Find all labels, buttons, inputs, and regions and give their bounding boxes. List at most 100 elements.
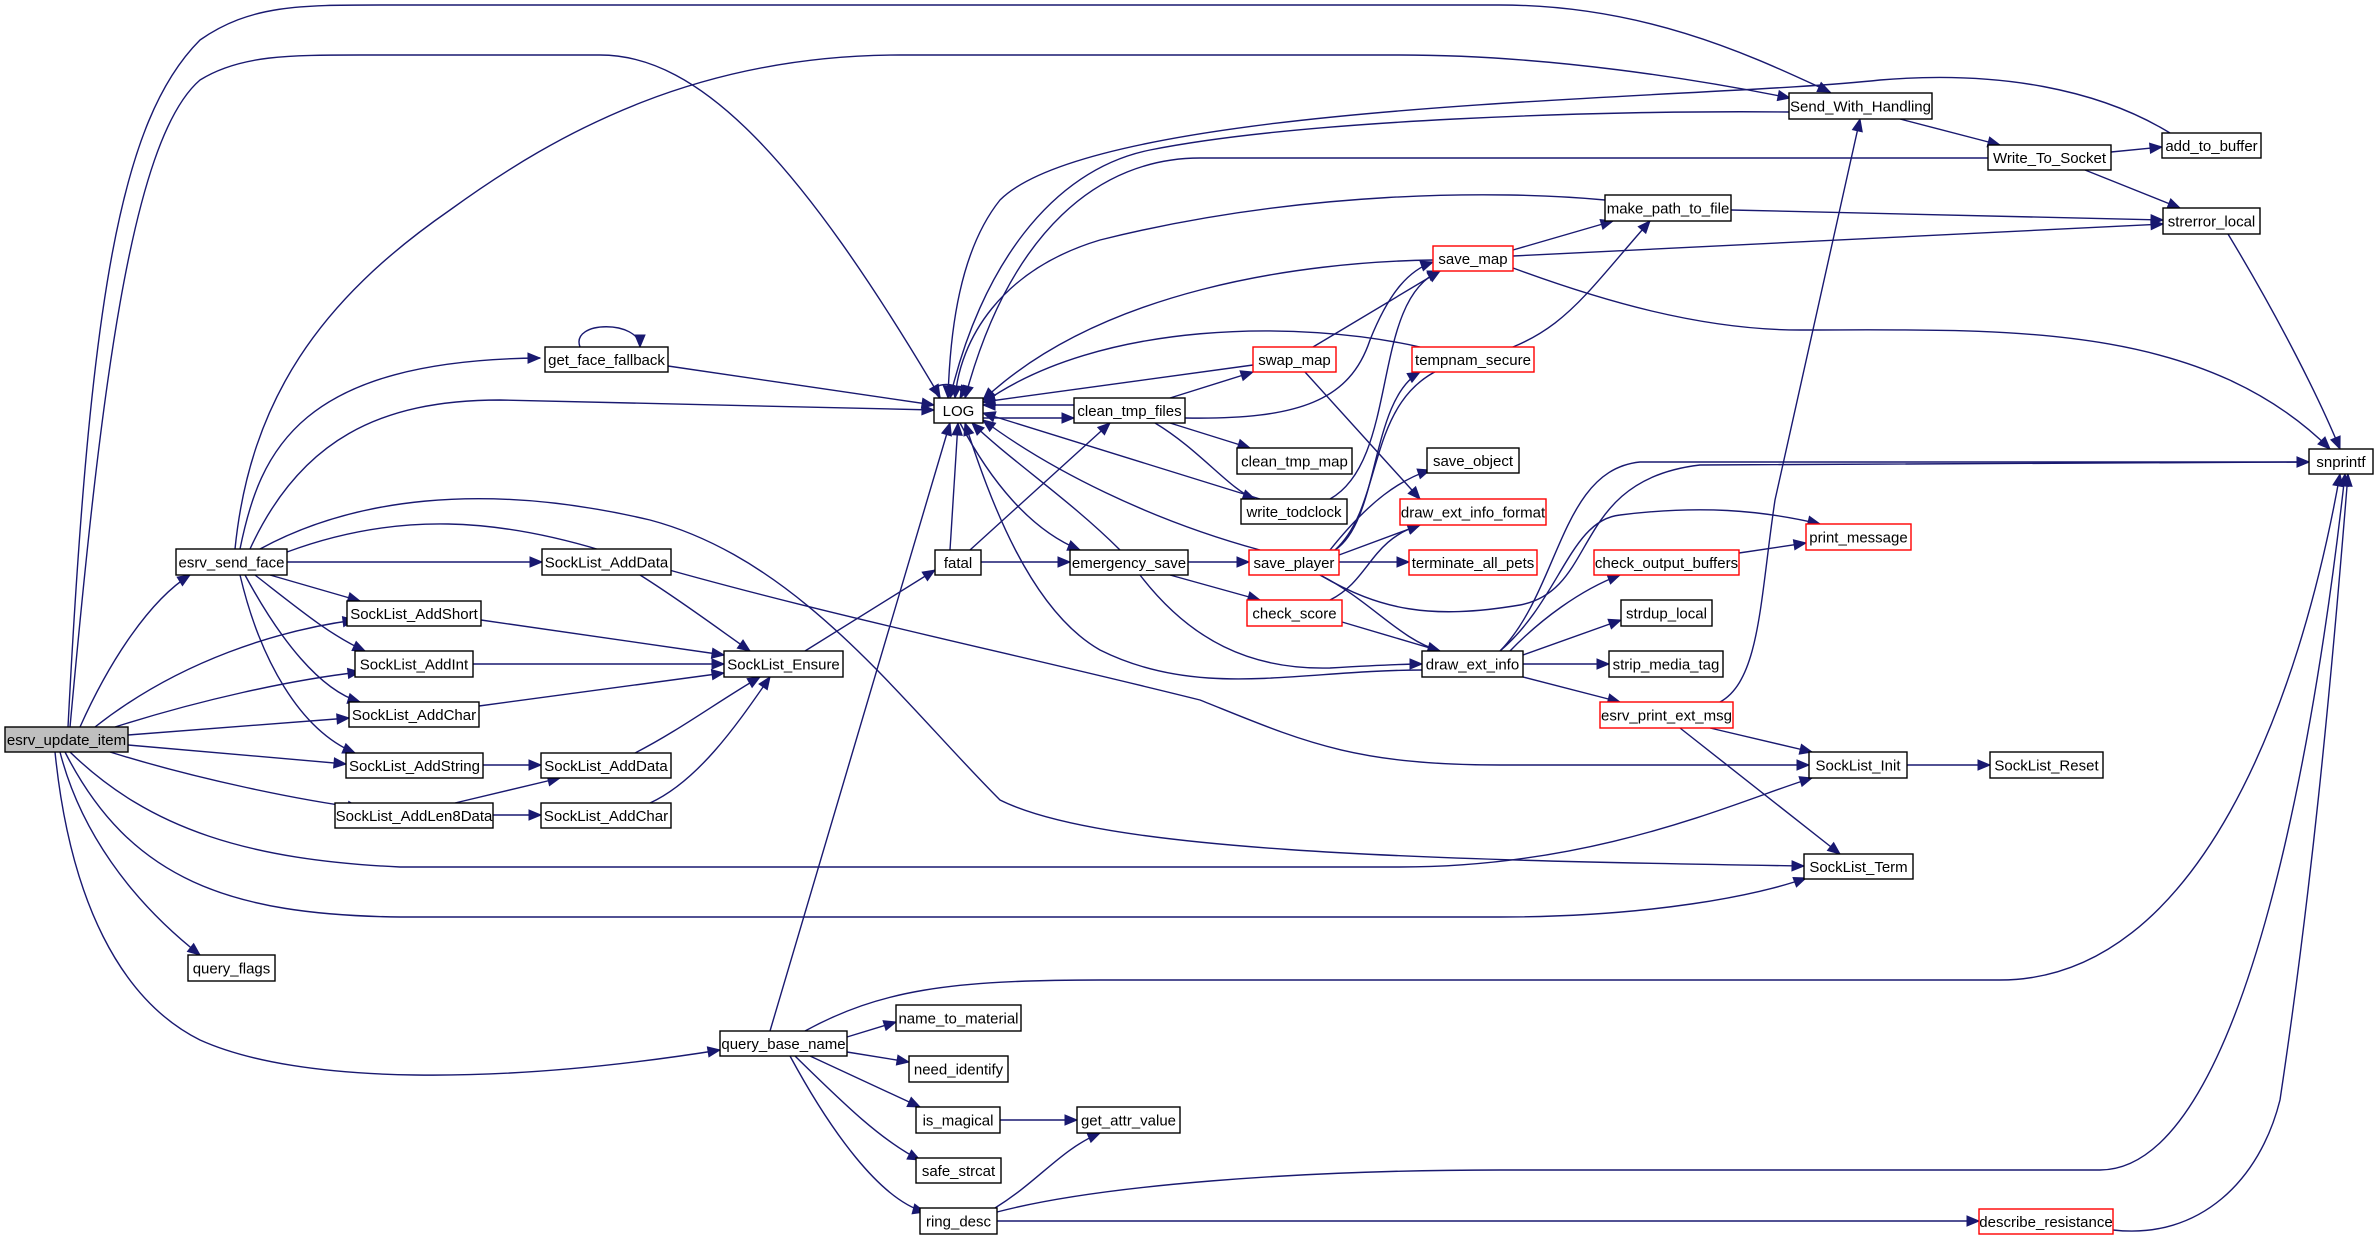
edge-esrv_send_face-to-SockList_AddInt [254, 574, 366, 652]
node-make_path_to_file[interactable]: make_path_to_file [1604, 194, 1732, 222]
edge-save_player-to-LOG [982, 419, 1261, 551]
node-strdup_local[interactable]: strdup_local [1620, 599, 1713, 627]
node-need_identify[interactable]: need_identify [908, 1055, 1009, 1083]
edge-save_map-to-LOG [982, 259, 1434, 401]
node-SockList_Ensure[interactable]: SockList_Ensure [723, 650, 844, 678]
node-esrv_print_ext_msg[interactable]: esrv_print_ext_msg [1599, 701, 1734, 729]
node-draw_ext_info[interactable]: draw_ext_info [1421, 650, 1524, 678]
node-label: SockList_Term [1809, 859, 1907, 876]
edge-query_base_name-to-is_magical [809, 1055, 921, 1108]
node-emergency_save[interactable]: emergency_save [1069, 549, 1189, 576]
edge-save_map-to-strerror_local [1512, 223, 2164, 257]
node-save_object[interactable]: save_object [1426, 447, 1520, 474]
edge-esrv_send_face-to-LOG [249, 399, 935, 550]
node-SockList_AddLen8Data[interactable]: SockList_AddLen8Data [334, 802, 494, 829]
node-is_magical[interactable]: is_magical [915, 1106, 1001, 1134]
node-SockList_AddData_2[interactable]: SockList_AddData [540, 752, 672, 779]
edge-SockList_AddData_2-to-SockList_Ensure [634, 676, 761, 754]
edge-esrv_update_item-to-esrv_send_face [79, 574, 191, 728]
arrowhead-get_attr_value [1064, 1114, 1079, 1126]
node-tempnam_secure[interactable]: tempnam_secure [1411, 346, 1535, 373]
arrowhead-emergency_save [1066, 540, 1082, 551]
node-save_player[interactable]: save_player [1248, 549, 1340, 576]
node-box [334, 802, 494, 829]
node-box [1240, 498, 1348, 525]
node-label: write_todclock [1245, 504, 1342, 521]
node-label: SockList_AddInt [360, 657, 469, 674]
node-snprintf[interactable]: snprintf [2308, 448, 2374, 475]
arrowhead-query_base_name [706, 1046, 722, 1058]
node-box [345, 752, 484, 779]
node-strip_media_tag[interactable]: strip_media_tag [1608, 650, 1724, 678]
node-write_todclock[interactable]: write_todclock [1240, 498, 1348, 525]
node-SockList_AddData_1[interactable]: SockList_AddData [541, 548, 672, 576]
node-get_attr_value[interactable]: get_attr_value [1076, 1106, 1181, 1134]
node-safe_strcat[interactable]: safe_strcat [915, 1157, 1002, 1184]
node-box [1788, 92, 1933, 120]
node-strerror_local[interactable]: strerror_local [2162, 207, 2261, 235]
node-SockList_Reset[interactable]: SockList_Reset [1989, 751, 2104, 779]
arrowhead-emergency_save [1057, 556, 1072, 568]
arrowhead-draw_ext_info [1409, 658, 1424, 670]
node-describe_resistance[interactable]: describe_resistance [1978, 1208, 2114, 1235]
node-box [1620, 599, 1713, 627]
edge-describe_resistance-to-snprintf [2112, 473, 2349, 1232]
node-terminate_all_pets[interactable]: terminate_all_pets [1408, 549, 1538, 576]
node-esrv_update_item[interactable]: esrv_update_item [4, 726, 129, 753]
node-Send_With_Handling[interactable]: Send_With_Handling [1788, 92, 1933, 120]
arrowhead-SockList_Init [1796, 759, 1811, 771]
edge-esrv_update_item-to-SockList_AddShort [94, 619, 356, 728]
edge-draw_ext_info-to-snprintf [1499, 461, 2309, 652]
node-query_flags[interactable]: query_flags [187, 954, 276, 982]
node-box [719, 1030, 848, 1057]
node-SockList_AddChar_1[interactable]: SockList_AddChar [348, 701, 480, 728]
node-SockList_Term[interactable]: SockList_Term [1803, 853, 1914, 880]
edge-LOG-to-emergency_save [959, 422, 1081, 551]
node-print_message[interactable]: print_message [1805, 523, 1912, 551]
node-box [933, 397, 984, 424]
node-box [2162, 207, 2261, 235]
arrowhead-name_to_material [882, 1020, 898, 1032]
node-ring_desc[interactable]: ring_desc [919, 1207, 998, 1235]
arrowhead-get_face_fallback [634, 334, 646, 349]
node-label: fatal [944, 555, 972, 572]
node-name_to_material[interactable]: name_to_material [895, 1004, 1022, 1032]
node-LOG[interactable]: LOG [933, 397, 984, 424]
edge-esrv_send_face-to-SockList_Term [259, 497, 1805, 867]
node-SockList_AddInt[interactable]: SockList_AddInt [354, 650, 474, 678]
node-swap_map[interactable]: swap_map [1252, 346, 1337, 373]
node-save_map[interactable]: save_map [1432, 245, 1514, 272]
edge-save_player-to-snprintf [1319, 461, 2310, 613]
arrowhead-SockList_Term [1826, 841, 1842, 855]
node-label: save_player [1254, 555, 1335, 572]
node-SockList_AddString[interactable]: SockList_AddString [345, 752, 484, 779]
edge-SockList_Ensure-to-fatal [804, 569, 936, 652]
node-get_face_fallback[interactable]: get_face_fallback [544, 346, 669, 373]
node-check_score[interactable]: check_score [1246, 599, 1343, 627]
node-check_output_buffers[interactable]: check_output_buffers [1593, 549, 1740, 576]
node-label: print_message [1809, 530, 1907, 547]
node-draw_ext_info_format[interactable]: draw_ext_info_format [1399, 498, 1547, 526]
node-label: SockList_AddString [349, 758, 480, 775]
node-SockList_AddShort[interactable]: SockList_AddShort [346, 600, 482, 627]
arrowhead-LOG [981, 391, 997, 404]
edge-add_to_buffer-to-LOG [947, 76, 2171, 399]
arrowhead-is_magical [906, 1096, 922, 1108]
node-add_to_buffer[interactable]: add_to_buffer [2161, 132, 2262, 159]
node-esrv_send_face[interactable]: esrv_send_face [175, 548, 288, 576]
node-Write_To_Socket[interactable]: Write_To_Socket [1987, 144, 2112, 171]
node-query_base_name[interactable]: query_base_name [719, 1030, 848, 1057]
node-box [915, 1106, 1001, 1134]
node-fatal[interactable]: fatal [934, 549, 982, 576]
node-clean_tmp_map[interactable]: clean_tmp_map [1236, 447, 1353, 475]
node-clean_tmp_files[interactable]: clean_tmp_files [1073, 397, 1186, 424]
node-label: clean_tmp_files [1077, 403, 1181, 420]
node-box [908, 1055, 1009, 1083]
arrowhead-Send_With_Handling [1851, 117, 1863, 133]
node-label: query_base_name [721, 1036, 845, 1053]
node-label: strerror_local [2168, 214, 2256, 231]
node-SockList_AddChar_2[interactable]: SockList_AddChar [540, 802, 672, 829]
node-box [1408, 549, 1538, 576]
node-SockList_Init[interactable]: SockList_Init [1808, 751, 1908, 779]
